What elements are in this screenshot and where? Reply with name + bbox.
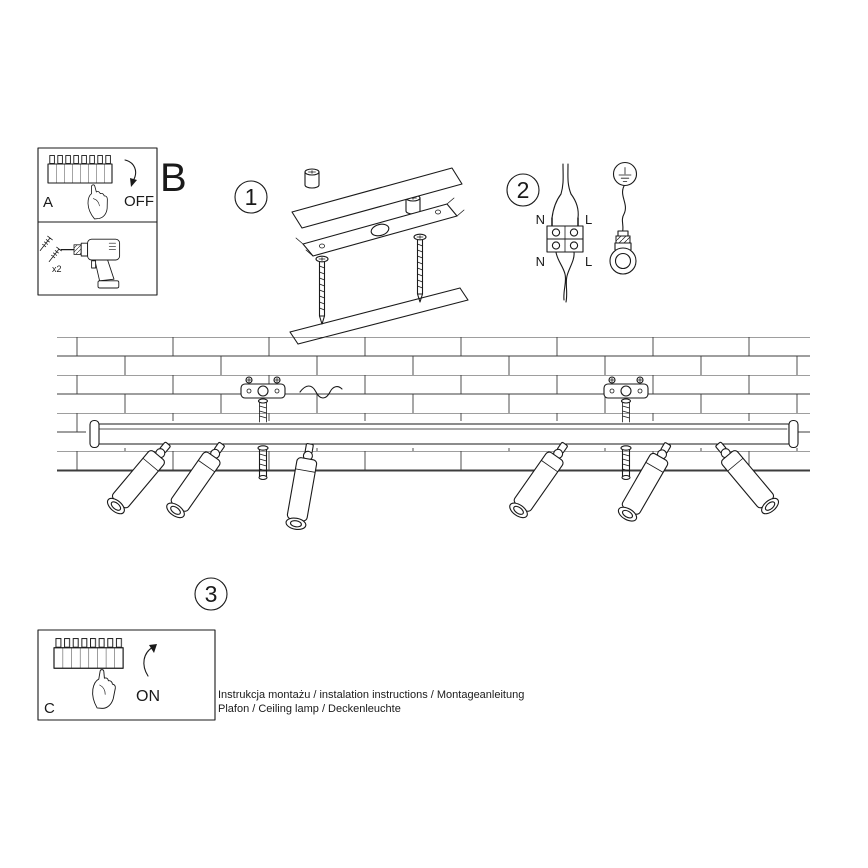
terminal-block-icon — [546, 225, 584, 253]
section-label: B — [160, 156, 187, 200]
ground-connection — [609, 161, 638, 275]
panel-a-label: A — [43, 194, 53, 211]
terminal-wiring: N L N L — [536, 163, 592, 303]
cable-squiggle-icon — [299, 385, 343, 399]
wire-label-n-bottom: N — [536, 254, 545, 269]
panel-a: OFF A x2 — [37, 147, 158, 296]
power-cable-icon — [560, 163, 572, 195]
on-arrow-icon — [143, 644, 157, 677]
off-arrow-icon — [124, 159, 137, 187]
rail-end-cap-right — [788, 419, 799, 449]
step1-diagram — [289, 167, 469, 345]
screw-icon — [46, 246, 62, 264]
hand-icon — [92, 669, 116, 709]
mounting-bracket-diagram — [295, 197, 465, 257]
ground-terminal-icon — [609, 230, 637, 275]
step-3-badge: 3 — [194, 577, 228, 611]
footer-line2: Plafon / Ceiling lamp / Deckenleuchte — [218, 703, 401, 715]
ceiling-board-top — [291, 167, 463, 229]
step-1-badge: 1 — [234, 180, 268, 214]
circuit-breaker-icon — [47, 154, 113, 184]
circuit-breaker-icon — [53, 637, 124, 669]
long-screw-2-icon — [413, 233, 427, 303]
step2-diagram: N L N L — [536, 161, 638, 303]
wire-label-n-top: N — [536, 212, 545, 227]
switch-state-on: ON — [136, 688, 160, 705]
step-1-number: 1 — [245, 184, 258, 210]
screw-icon — [37, 235, 53, 253]
panel-c-label: C — [44, 700, 55, 717]
rail-end-cap-left — [89, 419, 100, 449]
brick-wall — [57, 337, 810, 472]
step-2-badge: 2 — [506, 173, 540, 207]
lamp-rail — [89, 419, 799, 449]
ground-wire-icon — [621, 185, 626, 235]
long-screw-1-icon — [315, 255, 329, 325]
step-3-number: 3 — [205, 581, 218, 607]
panel-c: ON C — [37, 629, 216, 721]
wall-anchor-1-icon — [304, 168, 320, 189]
drill-icon — [60, 238, 121, 289]
hand-icon — [84, 182, 111, 221]
screws-count: x2 — [52, 264, 62, 274]
footer-line1: Instrukcja montażu / instalation instruc… — [218, 689, 524, 701]
switch-state-off: OFF — [124, 193, 154, 210]
wire-label-l-top: L — [585, 212, 592, 227]
step-2-number: 2 — [517, 177, 530, 203]
ceiling-board-bottom — [289, 287, 469, 345]
wire-label-l-bottom: L — [585, 254, 592, 269]
